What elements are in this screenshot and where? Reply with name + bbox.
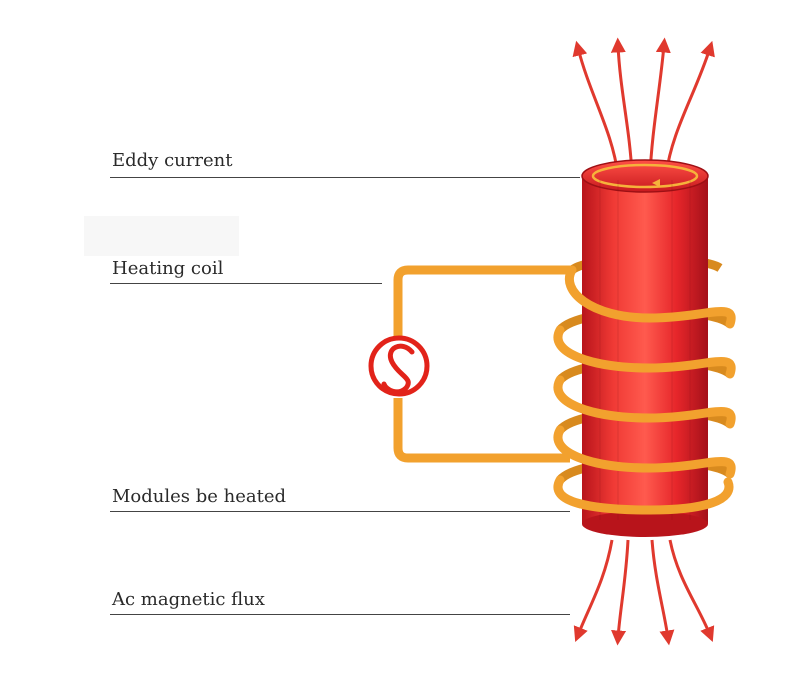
flux-arrow xyxy=(650,539,675,646)
blank-patch xyxy=(84,216,239,256)
eddy-current-leader-line xyxy=(110,177,580,178)
eddy-current-label: Eddy current xyxy=(112,150,233,171)
flux-arrow xyxy=(573,539,614,642)
flux-arrow xyxy=(668,539,715,642)
flux-arrow xyxy=(611,539,630,646)
flux-arrow xyxy=(572,40,620,176)
modules-heated-leader-line xyxy=(110,511,570,512)
flux-arrow xyxy=(664,40,715,176)
ac-source-icon xyxy=(368,335,430,397)
eddy-current-arrow-icon xyxy=(652,179,660,187)
modules-heated-label: Modules be heated xyxy=(112,486,287,507)
heating-coil-front xyxy=(553,265,736,515)
ac-magnetic-flux-leader-line xyxy=(110,614,570,615)
eddy-current-loop xyxy=(591,163,699,189)
flux-arrows-bottom xyxy=(573,539,715,646)
flux-arrow xyxy=(648,37,671,176)
flux-arrows-top xyxy=(572,37,715,176)
ac-magnetic-flux-label: Ac magnetic flux xyxy=(112,589,265,610)
flux-arrow xyxy=(610,37,634,176)
heating-coil-label: Heating coil xyxy=(112,258,224,279)
workpiece-cylinder xyxy=(581,159,709,537)
coil-leads xyxy=(393,265,572,463)
heating-coil-leader-line xyxy=(110,283,382,284)
